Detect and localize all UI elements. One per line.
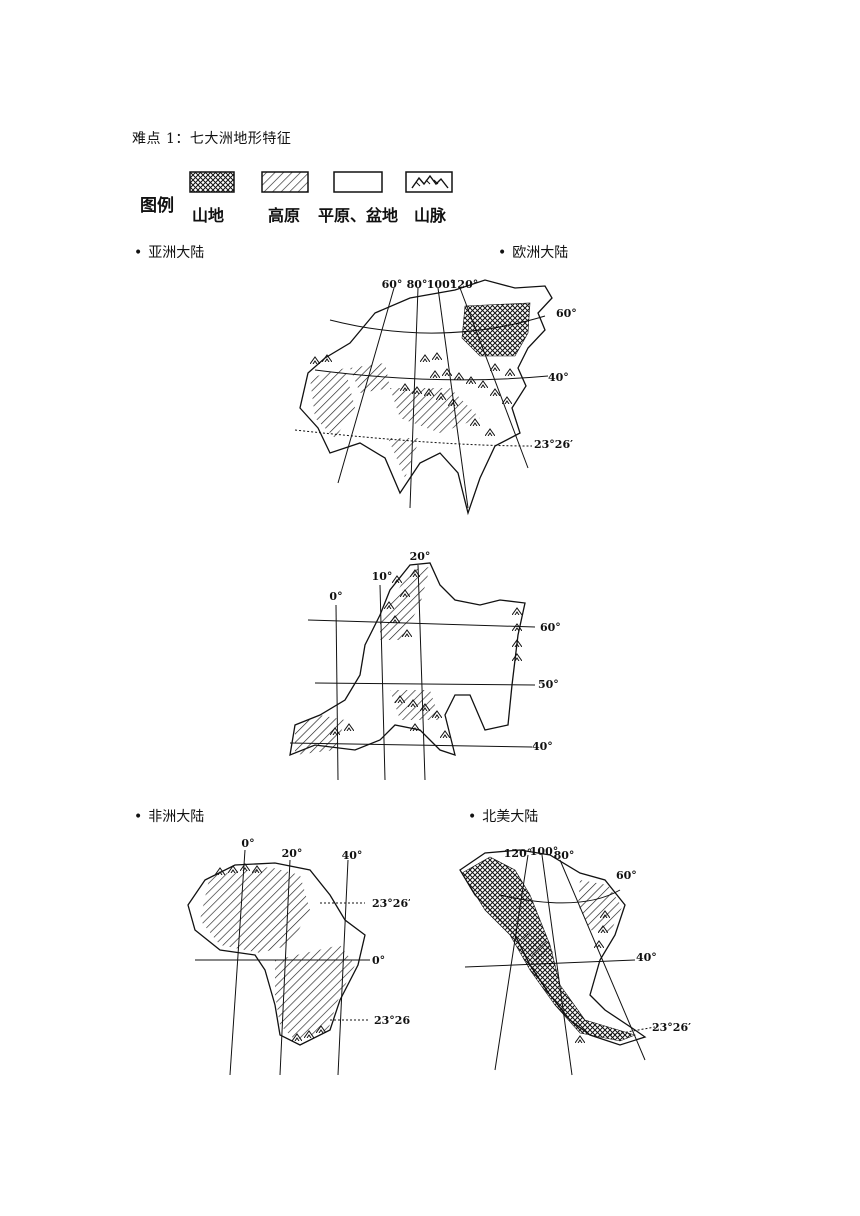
legend-title: 图例 (140, 196, 174, 216)
graticule (294, 287, 549, 509)
africa-top-label: 20° (282, 847, 303, 860)
iberia-plateau (295, 715, 345, 755)
bullet: • (134, 809, 143, 825)
asia-side-label: 60° (556, 307, 577, 320)
europe-top-label: 20° (410, 550, 431, 563)
arabia-plateau (310, 368, 355, 438)
africa-top-label: 0° (241, 837, 254, 850)
great-plains (520, 930, 555, 970)
africa-top-label: 40° (342, 849, 363, 862)
graticule (464, 854, 656, 1076)
mountain-range-swatch-icon (405, 171, 453, 193)
europe-label-text: 欧洲大陆 (512, 245, 569, 261)
europe-top-label: 10° (372, 570, 393, 583)
hatch-swatch-icon (261, 171, 309, 193)
asia-side-label: 40° (548, 371, 569, 384)
north-america-top-label: 80° (554, 849, 575, 862)
africa-label-text: 非洲大陆 (148, 809, 205, 825)
africa-map: 0° 20° 40° 23°26′ 0° 23°26 (187, 837, 410, 1076)
graticule (195, 849, 370, 1076)
asia-label: • 亚洲大陆 (134, 242, 204, 262)
europe-coastline (289, 562, 526, 757)
legend-item-plain: 平原、盆地 (318, 170, 442, 225)
europe-label: • 欧洲大陆 (498, 242, 568, 262)
north-america-side-label: 40° (636, 951, 657, 964)
europe-side-label: 50° (538, 678, 559, 691)
legend-item-mountain: 山地 (188, 170, 298, 225)
asia-map: 60° 80° 100° 120° 60° 40° 23°26′ (294, 278, 577, 516)
europe-map: 0° 10° 20° 60° 50° 40° (289, 550, 561, 781)
legend-label-range: 山脉 (414, 206, 447, 225)
north-america-map: 120° 100° 80° 60° 40° 23°26′ (459, 845, 691, 1076)
sahara-plateau (200, 867, 310, 953)
canadian-shield (578, 880, 622, 933)
north-america-top-label: 100° (530, 845, 558, 858)
europe-top-label: 0° (329, 590, 342, 603)
africa-side-label: 0° (372, 954, 385, 967)
north-america-top-label: 120° (504, 847, 532, 860)
legend-label-mountain: 山地 (192, 206, 225, 225)
graticule (289, 564, 536, 781)
asia-top-label: 60° (382, 278, 403, 291)
north-america-label: • 北美大陆 (468, 806, 538, 826)
bullet: • (498, 245, 507, 261)
asia-label-text: 亚洲大陆 (148, 245, 205, 261)
asia-side-label: 23°26′ (534, 438, 573, 451)
north-america-side-label: 60° (616, 869, 637, 882)
africa-label: • 非洲大陆 (134, 806, 204, 826)
scandinavia-plateau (380, 567, 430, 640)
tibet-plateau (390, 388, 480, 433)
legend-item-range: 山脉 (404, 170, 514, 225)
south-africa-plateau (275, 945, 355, 1040)
crosshatch-swatch-icon (189, 171, 235, 193)
bullet: • (134, 245, 143, 261)
europe-side-label: 40° (532, 740, 553, 753)
asia-top-label: 100° (427, 278, 455, 291)
asia-top-label: 120° (450, 278, 478, 291)
page-heading: 难点 1：七大洲地形特征 (132, 131, 292, 147)
europe-side-label: 60° (540, 621, 561, 634)
siberia-highland (461, 302, 531, 357)
africa-side-label: 23°26′ (372, 897, 410, 910)
alps-plateau (390, 690, 440, 720)
legend-item-plateau: 高原 (260, 170, 370, 225)
iran-plateau (350, 363, 390, 393)
north-america-side-label: 23°26′ (652, 1021, 691, 1034)
bullet: • (468, 809, 477, 825)
asia-top-label: 80° (407, 278, 428, 291)
legend-label-plateau: 高原 (268, 206, 301, 225)
blank-swatch-icon (333, 171, 383, 193)
north-america-label-text: 北美大陆 (482, 809, 539, 825)
legend-label-plain: 平原、盆地 (318, 206, 399, 225)
africa-side-label: 23°26 (374, 1014, 410, 1027)
